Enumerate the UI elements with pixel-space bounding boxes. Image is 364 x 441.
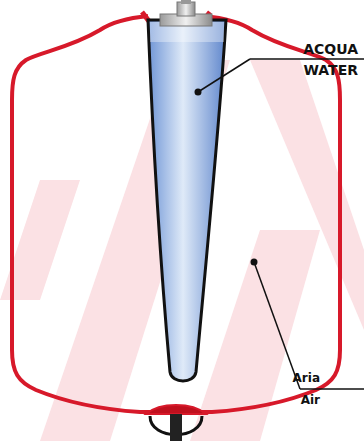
part-label: ACQUA	[303, 42, 358, 56]
leader-line	[254, 262, 300, 389]
top-valve-tip	[181, 0, 191, 4]
leader-line	[300, 388, 364, 390]
water-bladder	[148, 20, 226, 381]
vessel-shell	[12, 16, 340, 412]
top-valve	[177, 2, 195, 16]
bottom-flange	[146, 405, 206, 414]
part-label: Air	[301, 394, 320, 406]
leader-line	[198, 59, 250, 92]
leader-dot	[195, 89, 202, 96]
leader-dot	[251, 259, 258, 266]
air-valve	[170, 414, 182, 441]
leader-line	[250, 58, 364, 60]
part-label: Aria	[293, 372, 320, 384]
part-label: WATER	[304, 63, 358, 77]
